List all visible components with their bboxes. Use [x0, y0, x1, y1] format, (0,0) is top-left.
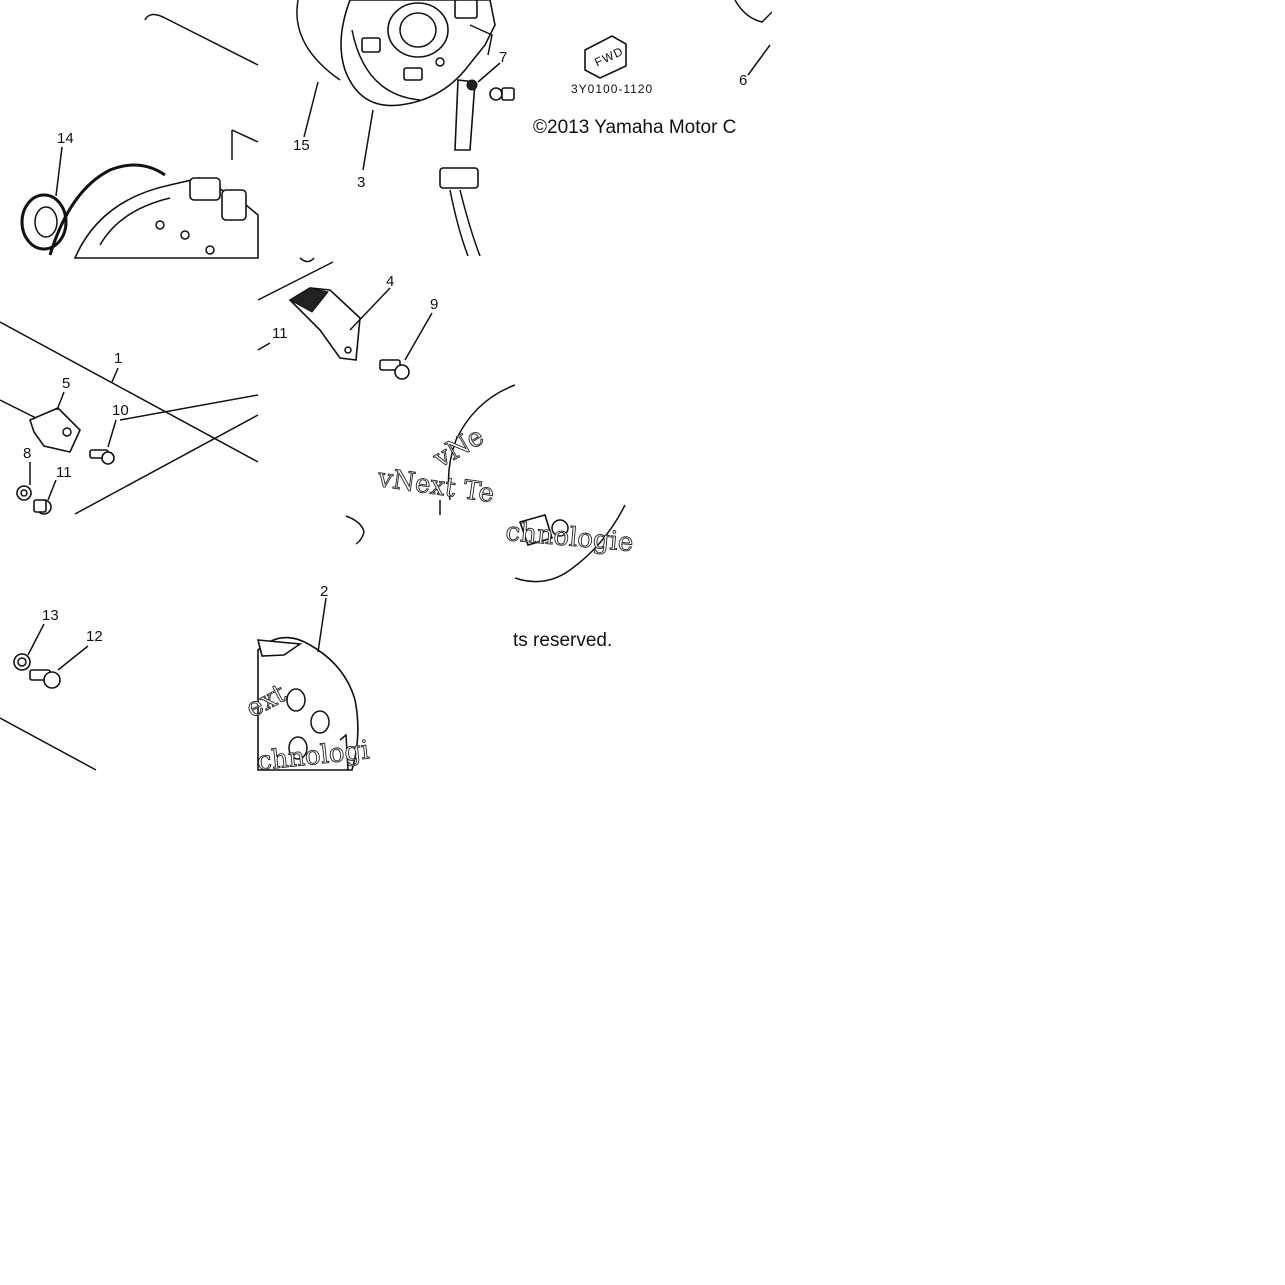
- tile-center: vNext Te vNe 4 9 11: [257, 257, 516, 545]
- washer-8: [16, 485, 32, 501]
- tile-top-right: FWD 3Y0100-1120 6 ©2013 Yamaha Motor C: [533, 0, 773, 138]
- callout-5: 5: [62, 375, 70, 392]
- fwd-marker: FWD: [584, 35, 627, 79]
- watermark-5: vNe: [428, 422, 490, 475]
- callout-10: 10: [112, 402, 129, 419]
- callout-4: 4: [386, 273, 394, 290]
- flywheel-2: [256, 636, 359, 771]
- stator-3: [340, 0, 496, 107]
- copyright-line-1: ©2013 Yamaha Motor C: [533, 117, 736, 138]
- oil-seal-14: [20, 193, 68, 251]
- callout-7: 7: [499, 49, 507, 66]
- callout-14: 14: [57, 130, 74, 147]
- charge-coil-4: [288, 287, 361, 361]
- callout-11a: 11: [272, 325, 288, 342]
- tile-center-right: chnologie ts reserved.: [504, 504, 635, 651]
- o-ring-15: [296, 0, 341, 81]
- watermark-1: vNext Te: [375, 463, 496, 509]
- tile-bottom-middle: ext chnologi 2: [241, 583, 371, 777]
- screw-12: [29, 669, 61, 689]
- screw-10: [89, 449, 115, 465]
- screw-9: [379, 359, 410, 380]
- callout-6: 6: [739, 72, 747, 89]
- screw-7: [489, 87, 515, 101]
- tile-top-left: 14: [20, 13, 259, 259]
- callout-3: 3: [357, 174, 365, 191]
- o-ring: [48, 163, 166, 256]
- tile-top-middle: 15 3 7: [293, 0, 515, 257]
- wire-harness: [439, 79, 481, 257]
- blank-region-right: [772, 0, 1285, 1285]
- callout-1: 1: [114, 350, 122, 367]
- callout-13: 13: [42, 607, 59, 624]
- pulser-coil-5: [29, 407, 81, 453]
- washer-13: [13, 653, 31, 671]
- callout-11b: 11: [56, 464, 72, 481]
- tile-middle-left: 1 5 10 8 11: [0, 321, 259, 515]
- callout-2: 2: [320, 583, 328, 600]
- tile-bottom-left: 13 12: [0, 607, 103, 771]
- callout-12: 12: [86, 628, 103, 645]
- callout-9: 9: [430, 296, 438, 313]
- callout-8: 8: [23, 445, 31, 462]
- part-code: 3Y0100-1120: [571, 82, 653, 96]
- screw-11-lower: [33, 499, 52, 515]
- callout-15: 15: [293, 137, 310, 154]
- copyright-line-2: ts reserved.: [513, 630, 612, 651]
- blank-region-bottom: [0, 772, 772, 1285]
